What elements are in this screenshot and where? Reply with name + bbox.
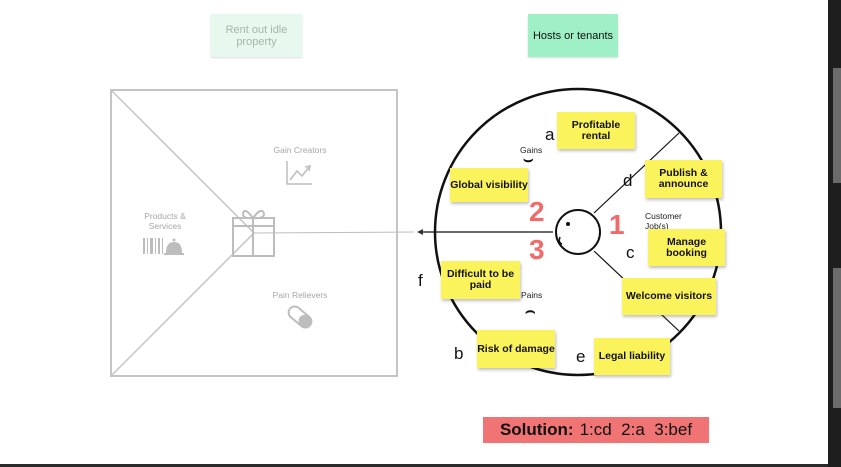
letter-c: c: [626, 243, 635, 262]
pill-icon: [287, 305, 313, 329]
edge-slot-bottom: [833, 268, 841, 408]
sticky-legal-liability: Legal liability: [594, 338, 670, 375]
sticky-publish-announce: Publish & announce: [645, 160, 722, 198]
value-map-diagonal-bottom: [110, 232, 255, 377]
pain-relievers-label: Pain Relievers: [272, 290, 328, 300]
gift-icon: [232, 209, 275, 257]
products-services-label: Products & Services: [144, 211, 186, 231]
right-edge-strip: [828, 0, 841, 467]
letter-a: a: [545, 125, 555, 144]
letter-f: f: [418, 271, 423, 290]
smile-icon: ⌣: [523, 151, 534, 168]
gains-label: Gains: [520, 145, 543, 155]
sticky-difficult-paid: Difficult to be paid: [441, 261, 520, 299]
barcode-icon: [143, 238, 163, 254]
pains-label: Pains: [521, 290, 543, 300]
sticky-profitable-rental: Profitable rental: [557, 112, 635, 149]
frown-icon: ⌢: [525, 303, 536, 320]
value-map-diagonal-top: [110, 89, 255, 234]
value-map-square: [110, 89, 398, 377]
sticky-manage-booking: Manage booking: [648, 229, 725, 266]
letter-b: b: [454, 344, 464, 363]
chart-up-icon: [286, 161, 312, 185]
sticky-risk-damage: Risk of damage: [477, 330, 555, 368]
bell-icon: [164, 238, 184, 255]
solution-banner: Solution: 1:cd 2:a 3:bef: [483, 417, 709, 443]
divider-upper: [593, 132, 680, 214]
letter-e: e: [576, 347, 586, 366]
solution-answer: 1:cd 2:a 3:bef: [579, 420, 693, 439]
sticky-welcome-visitors: Welcome visitors: [622, 278, 716, 315]
customer-segment-note: Hosts or tenants: [528, 14, 618, 57]
edge-slot-top: [833, 68, 841, 183]
number-3: 3: [529, 234, 545, 265]
bottom-edge: [0, 464, 828, 467]
number-2: 2: [529, 196, 545, 227]
sticky-global-visibility: Global visibility: [450, 168, 528, 202]
letter-d: d: [623, 171, 633, 190]
number-1: 1: [609, 209, 625, 240]
arrow-left-icon: [417, 229, 423, 235]
face-icon: [555, 209, 601, 255]
value-proposition-note: Rent out idle property: [211, 14, 302, 57]
gain-creators-label: Gain Creators: [273, 145, 327, 155]
solution-label: Solution:: [499, 420, 574, 439]
customer-jobs-label: Customer Job(s): [645, 211, 682, 230]
fit-arrow-line: [253, 231, 415, 234]
